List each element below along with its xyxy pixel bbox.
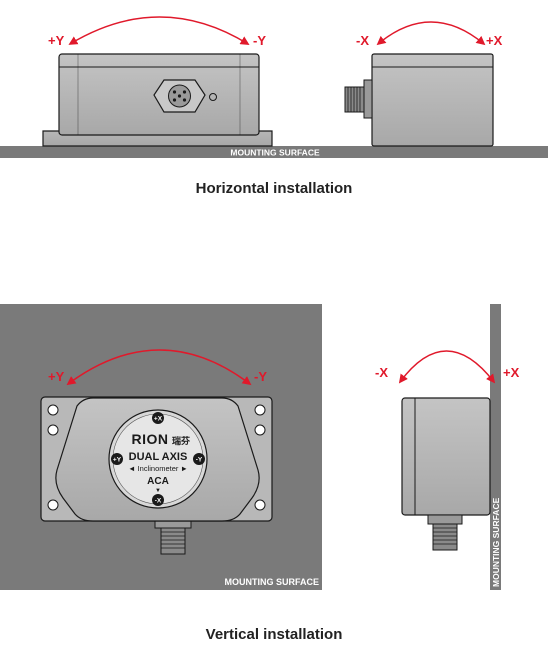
vertical-top-view-device: +X +Y -Y -X RION 瑞芬 DUAL AXIS ◄ Inclinom… xyxy=(40,396,273,555)
vertical-side-mounting-surface-label: MOUNTING SURFACE xyxy=(491,497,501,587)
vertical-plus-x-label: +X xyxy=(503,365,520,380)
vertical-side-mounting-surface xyxy=(490,304,501,590)
horizontal-plus-x-label: +X xyxy=(486,33,503,48)
horizontal-side-view-device xyxy=(344,53,494,147)
horizontal-mounting-surface-label: MOUNTING SURFACE xyxy=(230,148,320,158)
mount-hole-icon xyxy=(47,424,59,436)
label-mark-top: +X xyxy=(154,416,163,423)
label-model-type: DUAL AXIS xyxy=(129,451,188,463)
vertical-y-rotation-arrow xyxy=(66,349,252,386)
connector-front-icon xyxy=(153,79,206,113)
vent-screw-icon xyxy=(209,93,217,101)
horizontal-mounting-surface xyxy=(0,146,548,158)
label-plate: +X +Y -Y -X RION 瑞芬 DUAL AXIS ◄ Inclinom… xyxy=(108,409,208,509)
label-product: ◄ Inclinometer ► xyxy=(128,464,188,473)
horizontal-x-rotation-arrow xyxy=(376,21,486,46)
horizontal-front-view-device xyxy=(42,53,273,147)
vertical-mounting-surface-label: MOUNTING SURFACE xyxy=(225,577,320,587)
horizontal-minus-x-label: -X xyxy=(356,33,369,48)
vertical-side-view-device xyxy=(401,397,491,551)
vertical-plus-y-label: +Y xyxy=(48,369,65,384)
label-mark-bottom: -X xyxy=(155,498,162,505)
vertical-x-rotation-arrow xyxy=(398,350,496,384)
horizontal-installation-caption: Horizontal installation xyxy=(195,180,353,197)
label-brand: RION xyxy=(132,431,169,447)
connector-side-icon xyxy=(344,79,373,119)
label-mark-right: -Y xyxy=(196,457,203,464)
label-down-arrow-icon: ▼ xyxy=(155,488,161,494)
label-mark-left: +Y xyxy=(113,457,122,464)
vertical-minus-x-label: -X xyxy=(375,365,388,380)
horizontal-minus-y-label: -Y xyxy=(253,33,266,48)
mount-hole-icon xyxy=(254,499,266,511)
label-model: ACA xyxy=(147,476,169,487)
connector-side-bottom-icon xyxy=(427,514,463,551)
mount-hole-icon xyxy=(254,424,266,436)
label-brand-cn: 瑞芬 xyxy=(172,435,191,446)
mount-hole-icon xyxy=(47,404,59,416)
horizontal-y-rotation-arrow xyxy=(68,16,250,45)
vertical-minus-y-label: -Y xyxy=(254,369,267,384)
mount-hole-icon xyxy=(254,404,266,416)
vertical-installation-caption: Vertical installation xyxy=(205,626,343,643)
mount-hole-icon xyxy=(47,499,59,511)
horizontal-plus-y-label: +Y xyxy=(48,33,65,48)
